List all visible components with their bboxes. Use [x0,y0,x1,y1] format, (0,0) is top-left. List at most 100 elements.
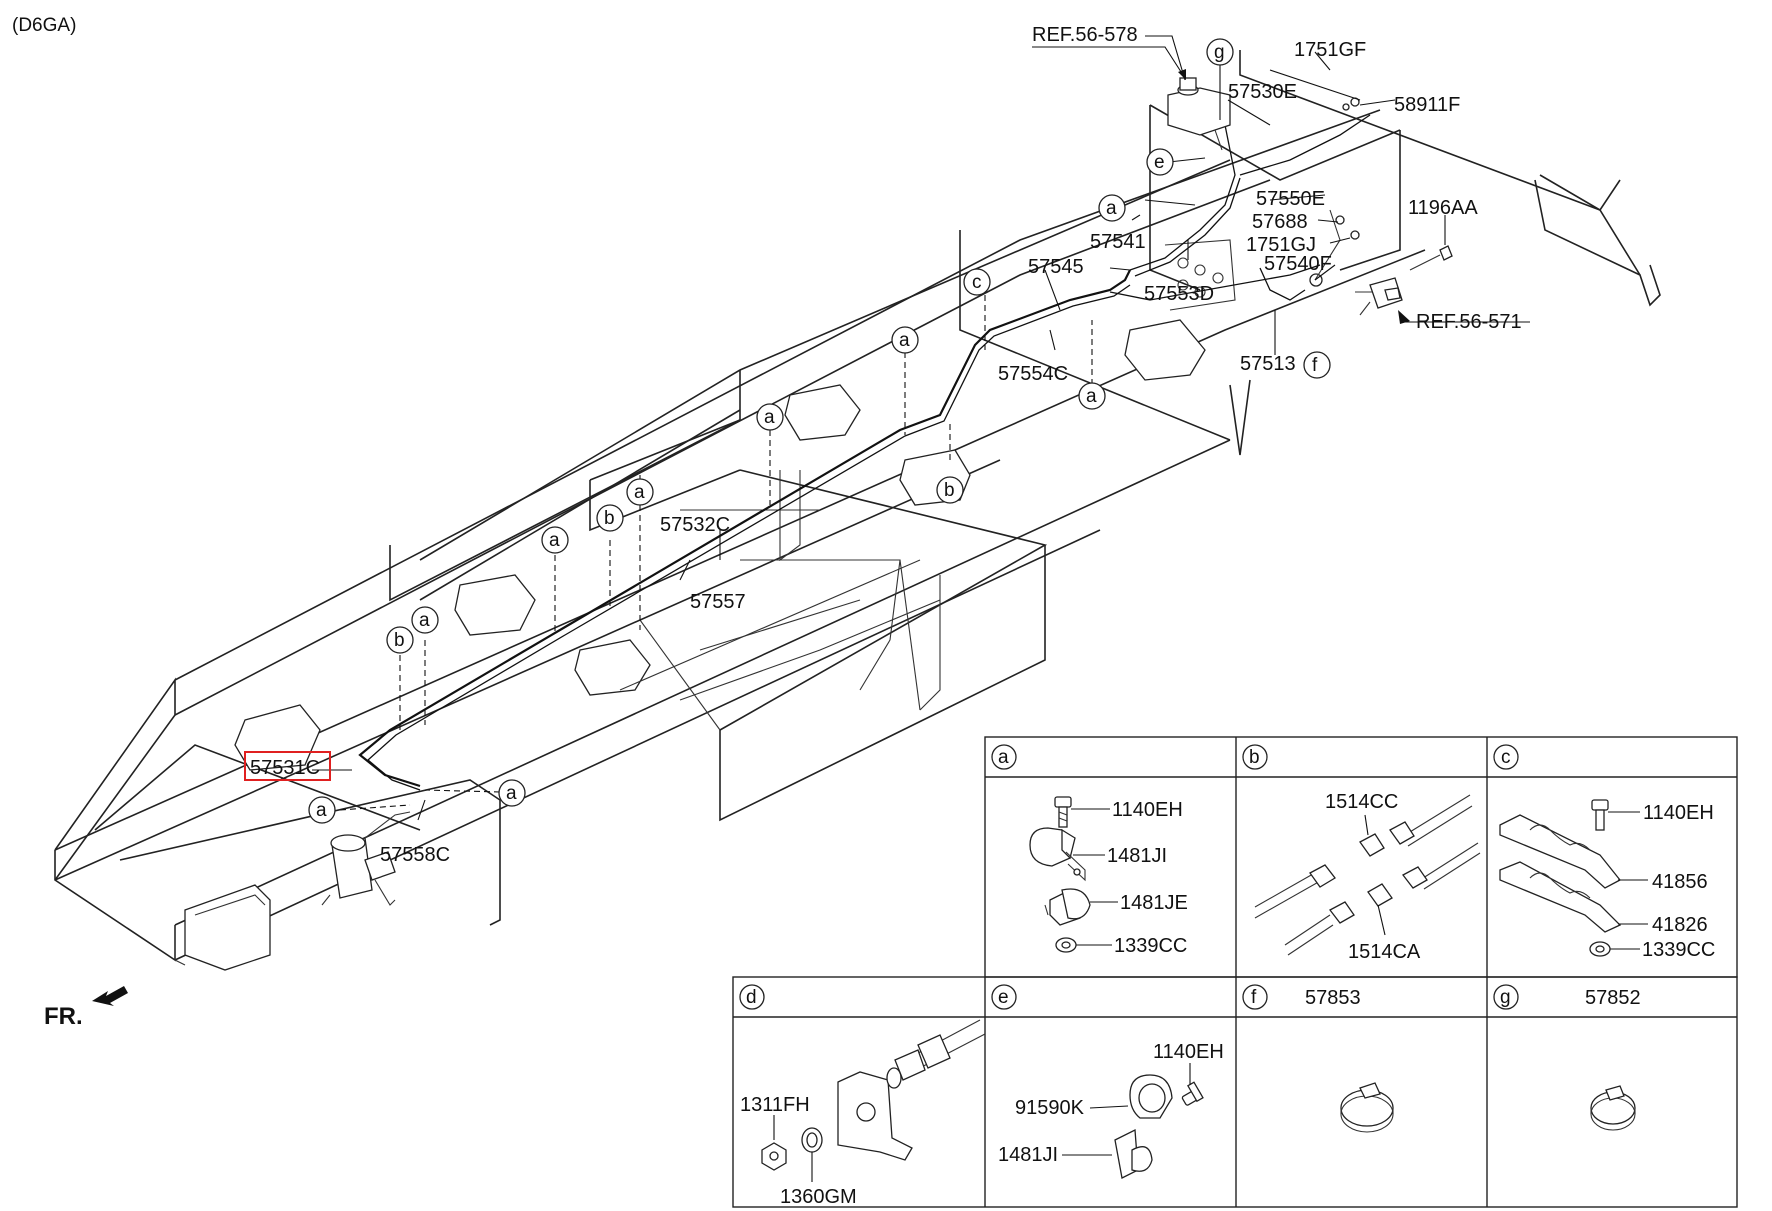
callout-f-main: f [1303,351,1331,379]
svg-text:b: b [944,480,955,501]
panel-e-part-2[interactable]: 91590K [1015,1097,1085,1119]
bracket-lower-icon [1499,861,1622,933]
brake-reservoir [1167,77,1231,151]
callout-a-main-3: a [1078,382,1106,410]
panel-a-part-1[interactable]: 1140EH [1112,799,1183,821]
part-57540F[interactable]: 57540F [1264,253,1332,275]
part-57513[interactable]: 57513 [1240,353,1296,375]
svg-text:a: a [549,530,560,551]
part-57553D[interactable]: 57553D [1144,283,1214,305]
panel-c-part-1[interactable]: 1140EH [1643,802,1714,824]
part-57530E[interactable]: 57530E [1228,81,1297,103]
part-57550E[interactable]: 57550E [1256,188,1325,210]
svg-text:f: f [1312,355,1318,376]
front-label: FR. [44,1003,83,1030]
svg-text:f: f [1251,987,1257,1008]
clamp-cushion-icon [1029,827,1086,882]
panel-c-content: 1140EH 41856 41826 1339CC [1499,799,1715,961]
nut-icon [1589,941,1611,957]
svg-text:c: c [972,272,982,293]
panel-f-content: 57853 [1305,987,1394,1133]
callout-pointers [339,295,1093,811]
svg-text:b: b [604,508,615,529]
callout-a-main-7: a [411,606,439,634]
model-code: (D6GA) [12,15,76,36]
svg-text:a: a [634,482,645,503]
part-57688[interactable]: 57688 [1252,211,1308,233]
panel-a-part-4[interactable]: 1339CC [1114,935,1187,957]
panel-a-content: 1140EH 1481JI 1481JE 1339CC [1029,796,1188,957]
svg-text:a: a [1086,386,1097,407]
callout-b-main-1: b [936,476,964,504]
panel-d-content: 1311FH 1360GM [740,1019,986,1208]
svg-text:a: a [899,330,910,351]
bolt-icon [1181,1081,1204,1106]
bracket-upper-icon [1499,814,1621,889]
svg-text:a: a [764,407,775,428]
panel-d-header: d [739,984,765,1010]
svg-text:g: g [1500,987,1511,1008]
panel-d-part-2[interactable]: 1360GM [780,1186,857,1208]
panel-a-header: a [991,744,1017,770]
panel-g-content: 57852 [1585,987,1641,1131]
part-1751GJ[interactable]: 1751GJ [1246,234,1316,256]
panel-g-part[interactable]: 57852 [1585,987,1641,1009]
panel-b-content: 1514CC 1514CA [1254,791,1481,963]
svg-text:a: a [998,747,1009,768]
front-valve-assembly [321,811,411,906]
svg-text:a: a [506,783,517,804]
panel-f-header: f [1242,984,1268,1010]
washer-icon [801,1127,823,1153]
part-labels: REF.56-578 1751GF 57530E 58911F 57550E 1… [244,24,1522,866]
part-1751GF[interactable]: 1751GF [1294,39,1366,61]
flare-nut-icon [1309,821,1415,888]
callout-e-main: e [1146,148,1174,176]
panel-e-content: 1140EH 91590K 1481JI [998,1041,1224,1179]
part-57541[interactable]: 57541 [1090,231,1146,253]
leader-lines [312,35,1530,821]
bolt-icon [1054,796,1072,828]
panel-b-part-2[interactable]: 1514CA [1348,941,1421,963]
svg-text:e: e [998,987,1009,1008]
union-icon [1329,866,1428,924]
callout-a-main-4: a [756,403,784,431]
svg-text:c: c [1501,747,1511,768]
part-57554C[interactable]: 57554C [998,363,1068,385]
callout-a-main-2: a [891,326,919,354]
panel-a-part-2[interactable]: 1481JI [1107,845,1167,867]
rear-valve [1355,245,1453,316]
part-57531C[interactable]: 57531C [250,757,320,779]
panel-headers: a b c d e f g [739,744,1519,1010]
part-1196AA[interactable]: 1196AA [1408,197,1478,219]
svg-text:b: b [394,630,405,651]
part-57557[interactable]: 57557 [690,591,746,613]
ref-upper-label[interactable]: REF.56-578 [1032,24,1138,46]
panel-b-part-1[interactable]: 1514CC [1325,791,1398,813]
callout-letters: g e a c a a b a a b a b a a a f [308,38,1331,824]
callout-b-main-3: b [386,626,414,654]
callout-a-main-1: a [1098,194,1126,222]
svg-text:d: d [746,987,757,1008]
part-57558C[interactable]: 57558C [380,844,450,866]
panel-f-part[interactable]: 57853 [1305,987,1361,1009]
svg-text:a: a [316,800,327,821]
part-58911F[interactable]: 58911F [1394,94,1460,116]
part-57532C[interactable]: 57532C [660,514,730,536]
nut-icon [761,1142,787,1171]
bolt-icon [1591,799,1609,831]
svg-text:e: e [1154,152,1165,173]
part-57545[interactable]: 57545 [1028,256,1084,278]
panel-d-part-1[interactable]: 1311FH [740,1094,810,1116]
front-arrow-icon [92,986,128,1006]
panel-c-part-2[interactable]: 41856 [1652,871,1708,893]
callout-c-main: c [963,268,991,296]
panel-e-part-3[interactable]: 1481JI [998,1144,1058,1166]
nut-icon [1055,937,1077,953]
panel-a-part-3[interactable]: 1481JE [1120,892,1188,914]
panel-e-part-1[interactable]: 1140EH [1153,1041,1224,1063]
panel-c-part-3[interactable]: 41826 [1652,914,1708,936]
panel-c-part-4[interactable]: 1339CC [1642,939,1715,961]
fitting-icon [886,1019,986,1089]
ref-lower-label[interactable]: REF.56-571 [1416,311,1522,333]
